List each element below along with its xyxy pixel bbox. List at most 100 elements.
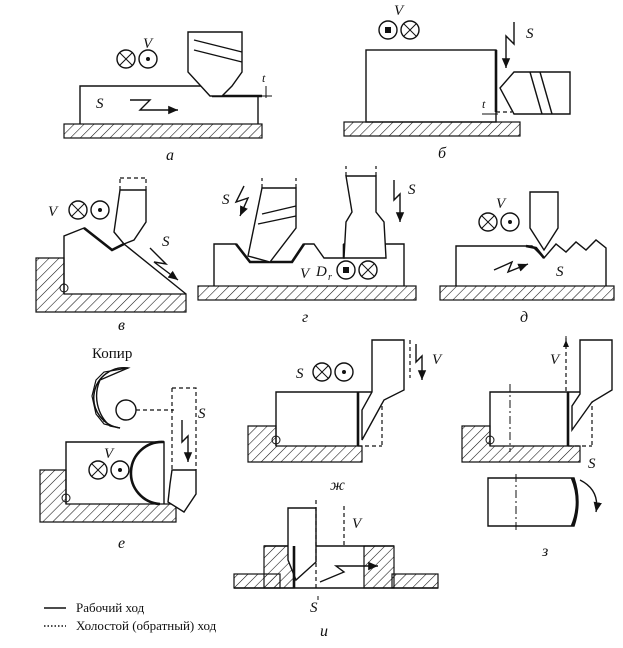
cross-symbol-icon	[478, 212, 498, 232]
v-label: V	[48, 204, 59, 220]
cutting-tool	[361, 339, 405, 441]
speed-symbols	[116, 49, 158, 69]
table-base	[439, 285, 615, 301]
table-base	[63, 123, 263, 139]
fixture-hatch	[35, 257, 187, 313]
fixture-hatch	[247, 425, 363, 463]
panel-label-d: д	[520, 309, 528, 326]
workpiece-right	[363, 545, 395, 589]
legend-idle-label: Холостой (обратный) ход	[76, 618, 217, 633]
panel-label-v: в	[118, 317, 125, 334]
dot-symbol-icon	[500, 212, 520, 232]
tool-profile	[487, 477, 579, 527]
v-label: V	[432, 352, 443, 368]
feed-arrow-2	[393, 180, 405, 222]
cross-symbol-icon	[312, 362, 332, 382]
table-base	[197, 285, 417, 301]
speed-symbols	[312, 362, 354, 382]
feed-arrow	[501, 22, 515, 68]
feed-arrow	[130, 99, 178, 115]
s-label: S	[198, 406, 206, 422]
s-label: S	[162, 234, 170, 250]
feed-arrow	[493, 260, 529, 274]
table-base	[343, 121, 521, 137]
cross-symbol-icon	[68, 200, 88, 220]
panel-label-a: а	[166, 147, 174, 164]
v-label: V	[143, 36, 154, 52]
s-label: S	[310, 600, 318, 616]
speed-symbols	[88, 460, 130, 480]
dot-symbol-icon	[378, 20, 398, 40]
workpiece	[275, 391, 372, 446]
speed-symbols	[336, 260, 378, 280]
workpiece	[455, 239, 607, 286]
feed-arrow	[181, 420, 193, 462]
speed-symbols	[378, 20, 420, 40]
panel-label-e: е	[118, 535, 125, 552]
rotation-arrow	[579, 479, 602, 513]
s-label: S	[588, 456, 596, 472]
cross-symbol-icon	[116, 49, 136, 69]
dot-symbol-icon	[138, 49, 158, 69]
panel-z: V S з	[461, 336, 613, 560]
panel-label-i: и	[320, 623, 328, 640]
v-label: V	[352, 516, 363, 532]
s-label: S	[526, 26, 534, 42]
t-label: t	[482, 97, 486, 111]
cutting-tool	[499, 71, 571, 115]
cutting-tool	[167, 469, 197, 513]
panel-e: Копир V S е	[39, 346, 206, 552]
base-hatch-right	[391, 573, 439, 589]
speed-symbols	[478, 212, 520, 232]
s-label: S	[96, 96, 104, 112]
v-label: V	[104, 446, 115, 462]
cutting-tool	[571, 339, 613, 433]
cutting-tool-2	[343, 175, 387, 259]
workpiece	[65, 441, 165, 504]
tool-holder	[172, 387, 197, 470]
panel-i: V S и	[233, 500, 439, 640]
dr-label: D	[315, 264, 327, 280]
fixture-hatch	[461, 425, 581, 463]
legend-working-label: Рабочий ход	[76, 600, 145, 615]
dr-subscript: r	[328, 272, 332, 283]
workpiece	[365, 49, 497, 123]
feed-arrow-1	[234, 185, 250, 217]
cross-symbol-icon	[400, 20, 420, 40]
cutting-tool	[287, 507, 317, 582]
feed-arrow	[415, 344, 427, 380]
panel-b: V S t б	[343, 3, 571, 162]
panel-label-zh: ж	[330, 477, 345, 494]
s-label: S	[296, 366, 304, 382]
dot-symbol-icon	[336, 260, 356, 280]
v-label: V	[550, 352, 561, 368]
v-label: V	[394, 3, 405, 19]
t-label: t	[262, 71, 266, 85]
panel-v: V S в	[35, 177, 187, 334]
panel-d: V S д	[439, 191, 615, 326]
panel-zh: S V ж	[247, 339, 443, 494]
legend: Рабочий ход Холостой (обратный) ход	[44, 600, 217, 633]
cutting-tool	[529, 191, 559, 252]
s-label: S	[556, 264, 564, 280]
panel-g: S S V D r г	[197, 166, 417, 326]
v-label: V	[496, 196, 507, 212]
panel-label-z: з	[541, 543, 548, 560]
copier-label: Копир	[92, 346, 132, 362]
panel-label-g: г	[302, 309, 308, 326]
v-label: V	[300, 266, 311, 282]
dot-symbol-icon	[334, 362, 354, 382]
cross-symbol-icon	[88, 460, 108, 480]
cross-symbol-icon	[358, 260, 378, 280]
s-label-2: S	[408, 182, 416, 198]
fixture-hatch	[39, 469, 177, 523]
feed-arrow	[149, 247, 179, 281]
dot-symbol-icon	[90, 200, 110, 220]
copier-roller	[115, 399, 137, 421]
cutting-tool	[113, 189, 147, 245]
dot-symbol-icon	[110, 460, 130, 480]
s-label-1: S	[222, 192, 230, 208]
cutting-tool-1	[247, 187, 297, 263]
feed-arrow	[319, 561, 378, 583]
